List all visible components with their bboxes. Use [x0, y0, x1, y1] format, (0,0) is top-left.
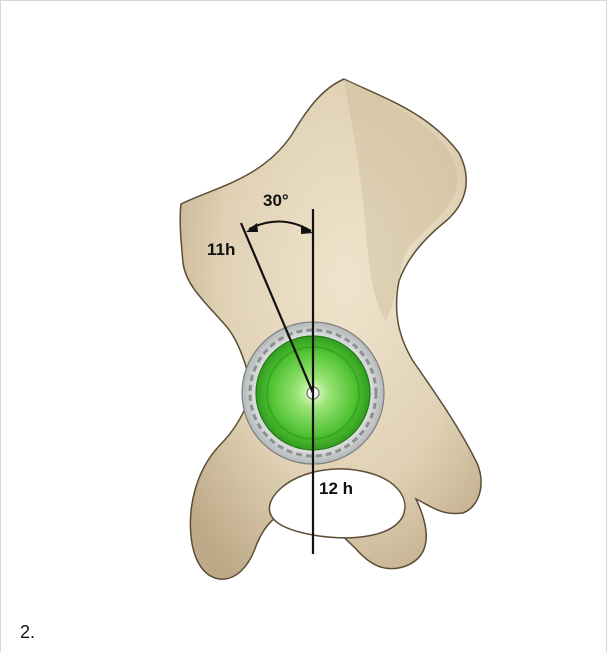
- figure-number: 2.: [20, 622, 35, 643]
- hour-12-label: 12 h: [319, 479, 353, 498]
- angle-label: 30°: [263, 191, 289, 210]
- hour-11-label: 11h: [207, 240, 235, 259]
